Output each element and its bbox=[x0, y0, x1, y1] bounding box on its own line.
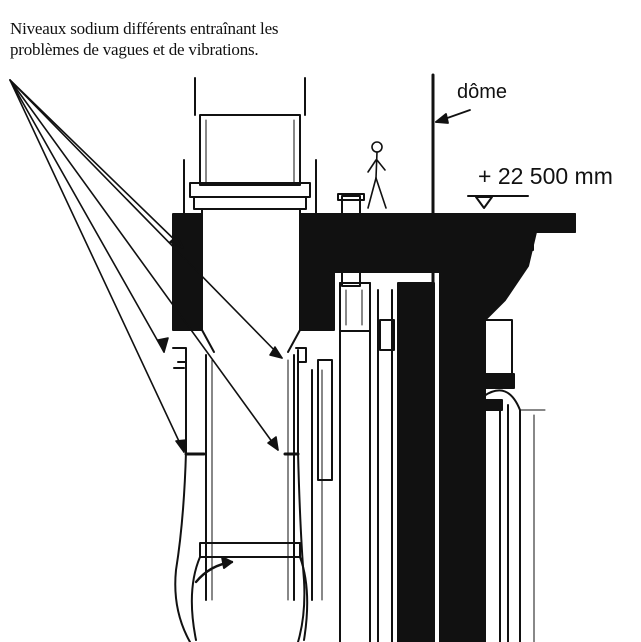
upper-column bbox=[183, 77, 317, 215]
caption-line-2: problèmes de vagues et de vibrations. bbox=[10, 40, 259, 59]
lower-column bbox=[174, 208, 309, 642]
leader-lines bbox=[9, 79, 283, 453]
person-silhouette bbox=[367, 141, 387, 209]
elevation-marker bbox=[467, 195, 529, 209]
dome-arrow bbox=[435, 109, 471, 124]
top-slab bbox=[172, 213, 576, 642]
secondary-pipe bbox=[311, 193, 371, 642]
vessel-liner bbox=[377, 289, 395, 642]
vessel-wall bbox=[397, 282, 435, 642]
right-equipment bbox=[483, 319, 546, 642]
sodium-level-marks bbox=[172, 347, 307, 456]
caption: Niveaux sodium différents entraînant les… bbox=[10, 18, 370, 60]
caption-line-1: Niveaux sodium différents entraînant les bbox=[10, 19, 279, 38]
elevation-label: + 22 500 mm bbox=[478, 163, 613, 189]
dome-label: dôme bbox=[457, 81, 508, 103]
